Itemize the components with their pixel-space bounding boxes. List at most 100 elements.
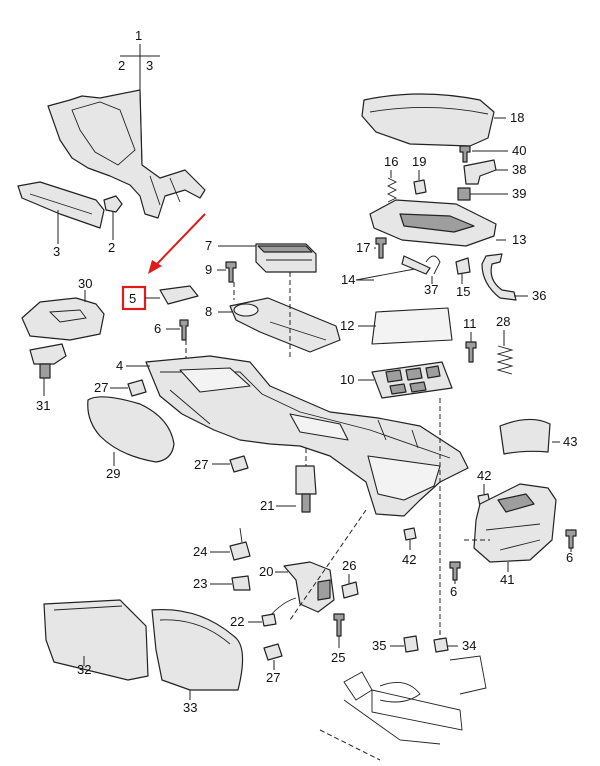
callout-42-left: 42 [402, 552, 416, 567]
callout-6-bottom: 6 [450, 584, 457, 599]
part-2-clip [103, 195, 123, 213]
callout-40: 40 [512, 143, 526, 158]
part-3-side-strip [17, 181, 105, 229]
callout-3-top: 3 [146, 58, 153, 73]
part-27-clip-b [229, 455, 249, 473]
callout-15: 15 [456, 284, 470, 299]
part-16-spring [386, 177, 398, 203]
callout-28: 28 [496, 314, 510, 329]
callout-42-right: 42 [477, 468, 491, 483]
part-26-clip [341, 581, 359, 599]
part-31-hinge [29, 343, 67, 379]
callout-27-c: 27 [266, 670, 280, 685]
part-27-clip-c [263, 643, 283, 661]
callout-39: 39 [512, 186, 526, 201]
callout-36: 36 [532, 288, 546, 303]
part-30-lid [21, 297, 105, 341]
callout-1: 1 [135, 28, 142, 43]
callout-25: 25 [331, 650, 345, 665]
part-18-armrest-cushion [361, 93, 495, 147]
part-10-grid-insert [371, 361, 453, 399]
callout-19: 19 [412, 154, 426, 169]
callout-6-left: 6 [154, 321, 161, 336]
part-41-rear-housing [473, 483, 557, 563]
part-42-clip-left [403, 527, 417, 541]
part-6-screw-bottom [449, 561, 461, 581]
callout-7: 7 [205, 238, 212, 253]
callout-4: 4 [116, 358, 123, 373]
callout-32: 32 [77, 662, 91, 677]
callout-35: 35 [372, 638, 386, 653]
part-8-tray [229, 297, 341, 353]
part-27-clip-a [127, 379, 147, 397]
callout-29: 29 [106, 466, 120, 481]
callout-10: 10 [340, 372, 354, 387]
part-11-screw [465, 341, 477, 363]
part-6-screw-right [565, 529, 577, 549]
callout-12: 12 [340, 318, 354, 333]
part-25-screw [333, 613, 345, 637]
callout-11: 11 [463, 316, 477, 331]
callout-3: 3 [53, 244, 60, 259]
part-6-screw-left [179, 319, 189, 341]
callout-23: 23 [193, 576, 207, 591]
callout-17: 17 [356, 240, 370, 255]
callout-34: 34 [462, 638, 476, 653]
part-4-center-console [145, 355, 469, 517]
part-24-switch [229, 527, 251, 561]
part-32-lower-panel [43, 599, 149, 681]
callout-33: 33 [183, 700, 197, 715]
callout-27-b: 27 [194, 457, 208, 472]
part-5-cover [159, 285, 199, 305]
part-1-trim-bezel [47, 89, 206, 219]
part-9-screw [225, 261, 237, 283]
callout-5: 5 [129, 291, 136, 306]
part-37-spring-clip [425, 255, 441, 275]
part-28-spring [496, 345, 514, 375]
part-39-nut [457, 187, 471, 201]
callout-41: 41 [500, 572, 514, 587]
part-36-strap [481, 253, 517, 301]
part-40-screw [459, 145, 471, 163]
part-12-mat [371, 307, 453, 345]
callout-22: 22 [230, 614, 244, 629]
part-7-insert [255, 243, 317, 273]
part-15-latch [455, 257, 471, 275]
part-17-screw [375, 237, 387, 259]
callout-2: 2 [108, 240, 115, 255]
part-19-clip [413, 179, 427, 195]
highlight-arrowhead [148, 260, 162, 274]
callout-8: 8 [205, 304, 212, 319]
callout-31: 31 [36, 398, 50, 413]
part-38-bracket [463, 159, 497, 185]
callout-21: 21 [260, 498, 274, 513]
callout-6-right: 6 [566, 550, 573, 565]
part-14-rod [355, 255, 431, 281]
part-29-side-panel [87, 396, 175, 463]
callout-2-top: 2 [118, 58, 125, 73]
part-35-clip [403, 635, 419, 653]
callout-43: 43 [563, 434, 577, 449]
callout-37: 37 [424, 282, 438, 297]
part-23-bracket [231, 575, 251, 591]
part-13-armrest-base [369, 199, 497, 247]
floor-bracket [319, 655, 487, 761]
callout-24: 24 [193, 544, 207, 559]
part-33-lower-panel [151, 608, 244, 691]
part-20-mechanism [283, 561, 335, 613]
part-21-lock [295, 465, 317, 513]
callout-26: 26 [342, 558, 356, 573]
highlight-arrow [154, 213, 206, 267]
callout-38: 38 [512, 162, 526, 177]
callout-9: 9 [205, 262, 212, 277]
callout-27-a: 27 [94, 380, 108, 395]
part-22-cable [261, 597, 297, 627]
callout-13: 13 [512, 232, 526, 247]
callout-20: 20 [259, 564, 273, 579]
callout-18: 18 [510, 110, 524, 125]
part-34-nut [433, 637, 449, 653]
callout-16: 16 [384, 154, 398, 169]
callout-14: 14 [341, 272, 355, 287]
callout-30: 30 [78, 276, 92, 291]
